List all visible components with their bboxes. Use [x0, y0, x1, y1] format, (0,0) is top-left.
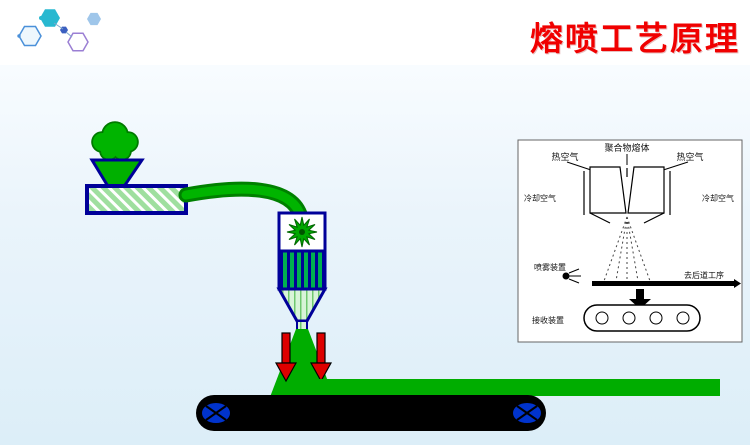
inset-label-polymer-melt: 聚合物熔体: [604, 142, 649, 153]
hexagon-purple-outline-icon: [67, 32, 89, 52]
inset-down-arrow: [629, 289, 651, 309]
inset-label-hot-air-left: 热空气: [551, 151, 578, 162]
inset-label-to-next-process: 去后道工序: [684, 270, 724, 280]
conveyor-belt: [196, 395, 546, 431]
inset-crawler-track: [583, 304, 701, 332]
hexagon-teal-icon: [40, 9, 60, 27]
inset-panel: 聚合物熔体 热空气 热空气 冷却空气 冷却空气: [517, 139, 743, 343]
molecule-bond-line: [65, 31, 73, 38]
polymer-cloud: [91, 121, 139, 161]
hot-air-arrow-right: [309, 332, 333, 383]
meltblown-process-diagram: 聚合物熔体 热空气 热空气 冷却空气 冷却空气: [85, 121, 743, 431]
inset-label-spray-device: 喷雾装置: [534, 262, 566, 272]
inset-label-cooling-air-left: 冷却空气: [524, 193, 556, 203]
inset-label-hot-air-right: 热空气: [676, 151, 703, 162]
belt-roller-right: [511, 401, 543, 425]
inset-label-receiver: 接收装置: [532, 315, 564, 325]
hexagon-molecule-logo-icon: [17, 9, 101, 52]
belt-roller-left: [200, 401, 232, 425]
slide-title: 熔喷工艺原理: [530, 20, 740, 57]
extruder-barrel: [85, 184, 188, 215]
nonwoven-web: [295, 379, 720, 396]
hexagon-lightblue-icon: [87, 12, 101, 26]
feed-hopper: [89, 158, 145, 190]
spinneret-funnel: [276, 287, 328, 332]
molecule-atom-dot: [17, 34, 21, 38]
inset-die: [583, 166, 671, 224]
inset-filaments: [603, 216, 651, 282]
inset-collector-bar: [592, 279, 741, 288]
slide-header: 熔喷工艺原理: [0, 0, 750, 66]
gear-pump: [277, 211, 327, 253]
diagram-area: 聚合物熔体 热空气 热空气 冷却空气 冷却空气: [0, 65, 750, 445]
hot-air-arrow-left: [274, 332, 298, 383]
feed-pipe: [178, 181, 309, 225]
molecule-atom-dot: [39, 16, 43, 20]
inset-label-cooling-air-right: 冷却空气: [702, 193, 734, 203]
hexagon-blue-outline-icon: [18, 25, 42, 47]
spray-device-icon: [562, 268, 581, 284]
spinneret-block: [277, 249, 327, 291]
molecule-bond-line: [53, 22, 64, 30]
